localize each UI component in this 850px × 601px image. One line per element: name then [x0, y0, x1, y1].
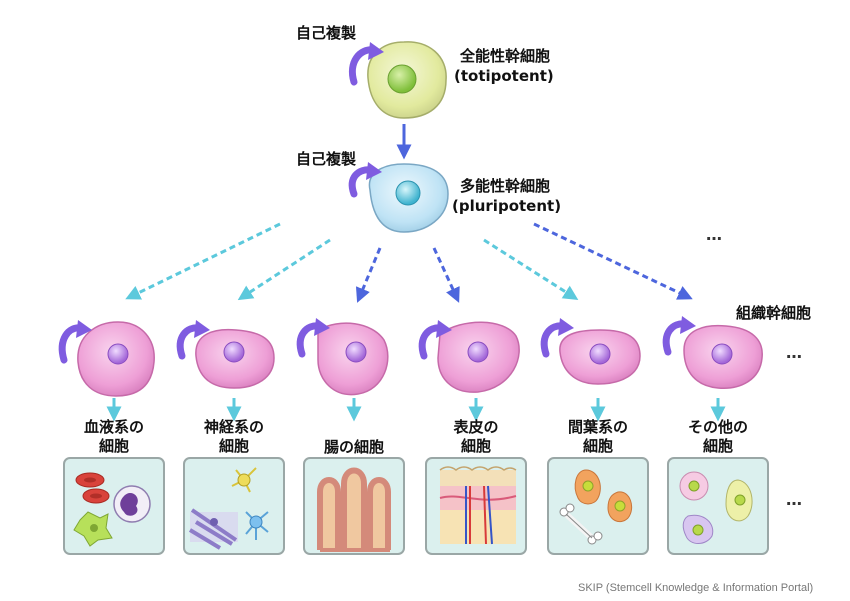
neural-cells-illustration [188, 467, 269, 550]
group-label-blood-line2: 細胞 [98, 437, 129, 455]
tissue-stem-cell-blood [58, 320, 155, 397]
tissue-stem-cell-neural [176, 320, 275, 389]
group-label-epidermis-line1: 表皮の [453, 418, 499, 436]
self-renewal-label-top: 自己複製 [296, 24, 357, 42]
intestine-illustration [317, 467, 391, 552]
group-label-blood-line1: 血液系の [83, 418, 144, 436]
group-label-neural-line2: 細胞 [218, 437, 249, 455]
tissue-stem-cell-label: 組織幹細胞 [736, 304, 812, 322]
epidermis-illustration [439, 466, 517, 545]
group-label-mesenchymal-line2: 細胞 [582, 437, 613, 455]
totipotent-subtitle: (totipotent) [454, 67, 554, 85]
self-renewal-arrow-top-icon [349, 42, 384, 86]
group-label-other-line2: 細胞 [702, 437, 733, 455]
group-label-neural: 神経系の 細胞 [179, 418, 289, 456]
pluripotent-subtitle: (pluripotent) [452, 197, 562, 215]
group-label-other-line1: その他の [687, 418, 748, 436]
tissue-stem-cell-epidermis [418, 320, 520, 393]
group-label-epidermis: 表皮の 細胞 [421, 418, 531, 456]
group-label-epidermis-line2: 細胞 [460, 437, 491, 455]
ellipsis-top: … [706, 225, 723, 244]
group-label-intestine-line1: 腸の細胞 [323, 438, 384, 456]
other-cells-illustration [679, 471, 753, 544]
panel-other [667, 457, 769, 555]
cell-panels [63, 457, 769, 555]
blood-cells-illustration [73, 472, 151, 547]
mesenchymal-illustration [559, 469, 633, 545]
source-credit: SKIP (Stemcell Knowledge & Information P… [578, 582, 814, 594]
group-label-neural-line1: 神経系の [203, 418, 264, 436]
totipotent-cell [367, 41, 447, 119]
totipotent-title: 全能性幹細胞 [460, 47, 551, 65]
self-renewal-label-middle: 自己複製 [296, 150, 357, 168]
tissue-stem-cell-other [662, 316, 763, 389]
pluripotent-cell [368, 163, 449, 233]
group-label-intestine: 腸の細胞 [299, 438, 409, 457]
group-label-mesenchymal-line1: 間葉系の [567, 418, 628, 436]
tissue-stem-cell-intestine [296, 318, 389, 396]
group-label-blood: 血液系の 細胞 [59, 418, 169, 456]
ellipsis-middle: … [786, 343, 803, 362]
ellipsis-bottom: … [786, 490, 803, 509]
pluripotent-title: 多能性幹細胞 [460, 177, 551, 195]
group-label-mesenchymal: 間葉系の 細胞 [543, 418, 653, 456]
down-arrows [106, 398, 726, 422]
differentiation-arrows [125, 222, 693, 303]
tissue-stem-cells [58, 316, 763, 397]
self-renewal-arrow-middle-icon [348, 162, 382, 198]
tissue-stem-cell-mesenchymal [540, 318, 641, 385]
group-label-other: その他の 細胞 [663, 418, 773, 456]
panel-mesenchymal [547, 457, 649, 555]
